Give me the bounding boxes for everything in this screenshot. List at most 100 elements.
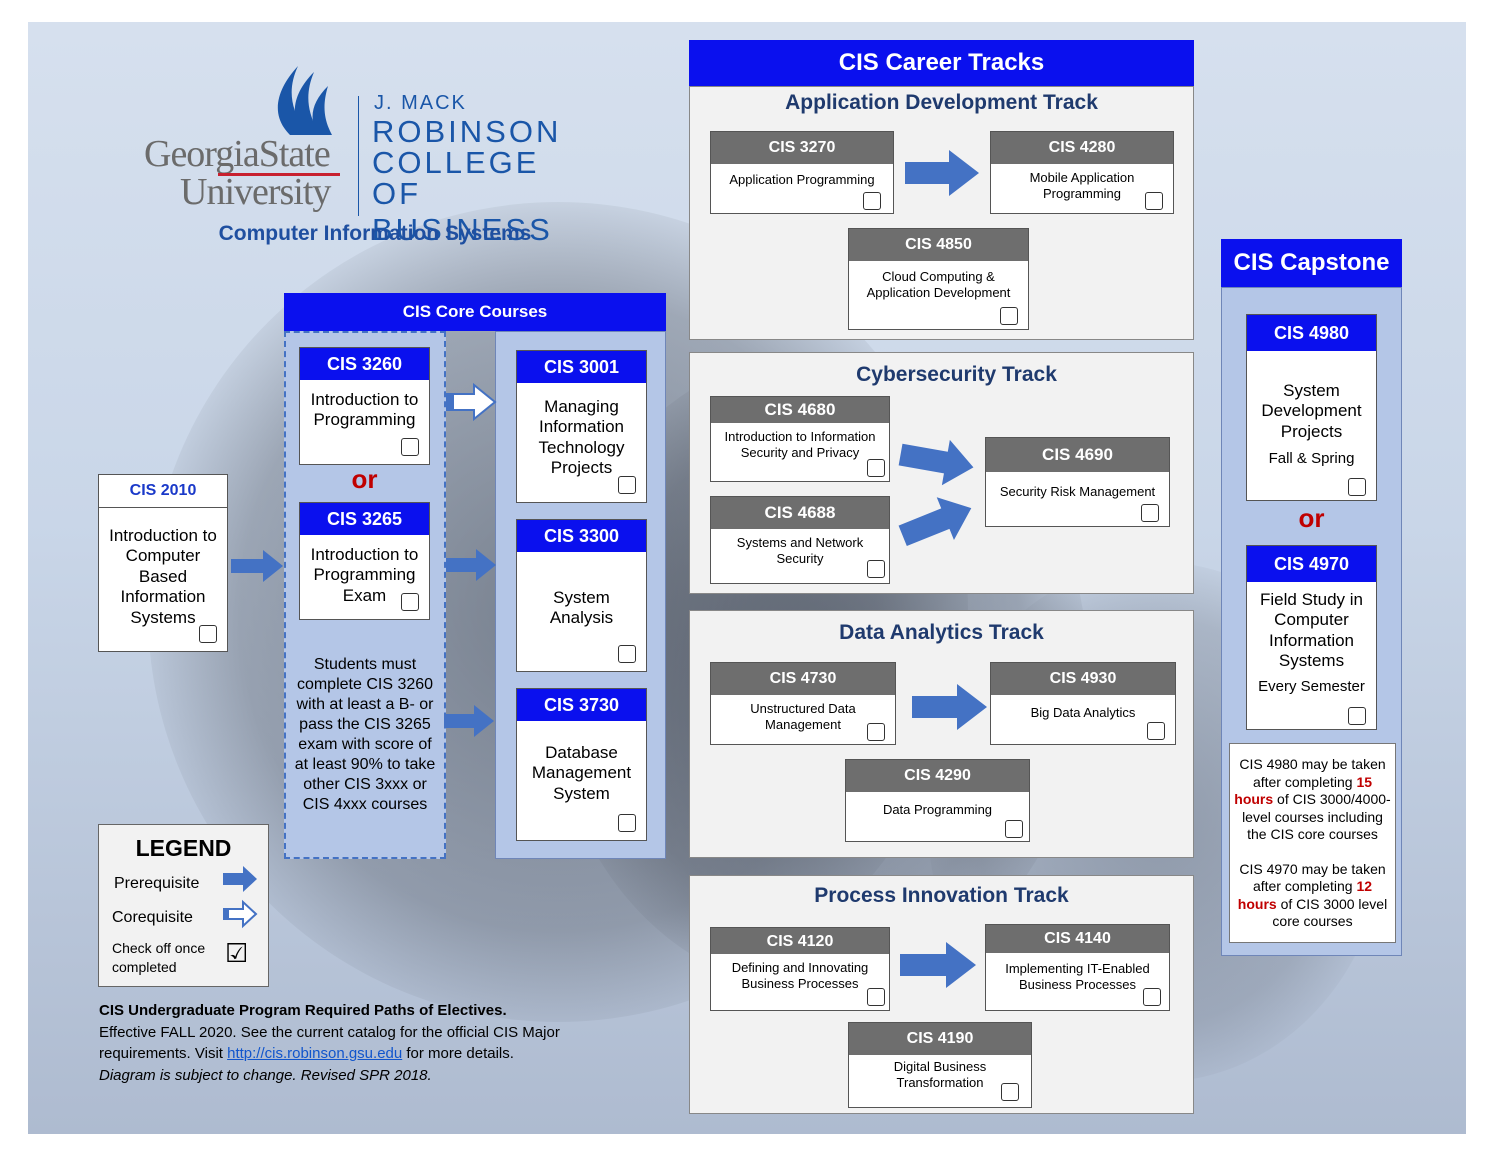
- course-code: CIS 4140: [986, 925, 1169, 953]
- completion-checkbox[interactable]: [401, 438, 419, 456]
- completion-checkbox[interactable]: [1001, 1083, 1019, 1101]
- capstone-note-4980: CIS 4980 may be taken after completing 1…: [1233, 756, 1392, 844]
- capstone-note-4970: CIS 4970 may be taken after completing 1…: [1233, 861, 1392, 931]
- prerequisite-arrow-icon: [223, 866, 257, 892]
- completion-checkbox[interactable]: [1348, 707, 1366, 725]
- legend-corequisite-label: Corequisite: [112, 909, 193, 926]
- course-cis-4190: CIS 4190 Digital Business Transformation: [848, 1022, 1032, 1108]
- track-title: Application Development Track: [785, 91, 1098, 114]
- logo-college-line3: COLLEGE: [372, 145, 540, 180]
- course-cis-3270: CIS 3270 Application Programming: [710, 131, 894, 214]
- course-code: CIS 4690: [986, 438, 1169, 472]
- prerequisite-arrow-icon: [231, 550, 283, 582]
- course-code: CIS 4290: [846, 760, 1029, 792]
- course-title: Database Management System: [531, 743, 632, 803]
- prerequisite-arrow-icon: [446, 549, 496, 581]
- course-code: CIS 4280: [991, 132, 1173, 164]
- completion-checkbox[interactable]: [401, 593, 419, 611]
- course-title: Field Study in Computer Information Syst…: [1260, 590, 1363, 671]
- course-title: Systems and Network Security: [736, 535, 864, 566]
- course-code: CIS 4930: [991, 663, 1175, 695]
- course-cis-3001: CIS 3001 Managing Information Technology…: [516, 350, 647, 503]
- completion-checkbox[interactable]: [863, 192, 881, 210]
- legend-check-label: Check off once completed: [112, 940, 206, 975]
- completion-checkbox[interactable]: [1147, 722, 1165, 740]
- completion-checkbox[interactable]: [618, 645, 636, 663]
- prerequisite-arrow-icon: [898, 439, 974, 486]
- completion-checkbox[interactable]: [1348, 478, 1366, 496]
- prerequisite-arrow-icon: [912, 684, 987, 730]
- core-banner: CIS Core Courses: [284, 293, 666, 331]
- course-term: Fall & Spring: [1268, 450, 1355, 468]
- course-cis-4280: CIS 4280 Mobile Application Programming: [990, 131, 1174, 214]
- course-cis-4688: CIS 4688 Systems and Network Security: [710, 496, 890, 584]
- flame-icon: [277, 66, 332, 135]
- legend-title: LEGEND: [135, 835, 232, 861]
- course-title: Implementing IT-Enabled Business Process…: [1005, 961, 1150, 992]
- capstone-notes: CIS 4980 may be taken after completing 1…: [1229, 743, 1396, 943]
- course-cis-3260: CIS 3260 Introduction to Programming: [299, 347, 430, 465]
- completion-checkbox[interactable]: [618, 814, 636, 832]
- course-cis-4980: CIS 4980 System Development Projects Fal…: [1246, 314, 1377, 501]
- completion-checkbox[interactable]: [1141, 504, 1159, 522]
- footer-line3: requirements. Visit http://cis.robinson.…: [99, 1043, 659, 1065]
- completion-checkbox[interactable]: [1005, 820, 1023, 838]
- logo-divider: [358, 96, 359, 216]
- course-title: Application Programming: [729, 172, 875, 187]
- completion-checkbox[interactable]: [1145, 192, 1163, 210]
- course-code: CIS 3270: [711, 132, 893, 164]
- note-text: CIS 4970 may be taken after completing: [1239, 860, 1386, 895]
- track-title: Data Analytics Track: [839, 621, 1044, 644]
- track-title: Process Innovation Track: [814, 884, 1069, 907]
- course-title: Introduction to Programming: [310, 390, 419, 430]
- completion-checkbox[interactable]: [867, 459, 885, 477]
- course-code: CIS 4190: [849, 1023, 1031, 1055]
- logo-red-rule: [218, 173, 340, 176]
- course-cis-3265: CIS 3265 Introduction to Programming Exa…: [299, 502, 430, 620]
- course-title: Big Data Analytics: [1030, 705, 1136, 720]
- course-code: CIS 4680: [711, 397, 889, 423]
- course-title: System Development Projects: [1261, 381, 1362, 441]
- course-cis-4850: CIS 4850 Cloud Computing & Application D…: [848, 228, 1029, 330]
- completion-checkbox[interactable]: [1000, 307, 1018, 325]
- course-cis-4290: CIS 4290 Data Programming: [845, 759, 1030, 842]
- footer-line2: Effective FALL 2020. See the current cat…: [99, 1023, 560, 1041]
- completion-checkbox[interactable]: [199, 625, 217, 643]
- course-code: CIS 3260: [300, 348, 429, 380]
- course-title: Mobile Application Programming: [1029, 170, 1135, 201]
- legend-prerequisite-label: Prerequisite: [114, 875, 200, 892]
- course-code: CIS 3001: [517, 351, 646, 383]
- course-code: CIS 4850: [849, 229, 1028, 261]
- note-text: of CIS 3000/4000-level courses including…: [1242, 791, 1391, 842]
- course-code: CIS 3265: [300, 503, 429, 535]
- completion-checkbox[interactable]: [867, 560, 885, 578]
- note-text: CIS 4980 may be taken after completing: [1239, 756, 1386, 790]
- course-code: CIS 3730: [517, 689, 646, 721]
- course-cis-4690: CIS 4690 Security Risk Management: [985, 437, 1170, 527]
- corequisite-arrow-icon: [223, 899, 258, 929]
- university-logo: GeorgiaState University J. MACK ROBINSON…: [140, 60, 610, 247]
- completion-checkbox[interactable]: [1143, 988, 1161, 1006]
- course-title: Introduction to Computer Based Informati…: [99, 507, 227, 628]
- course-title: Data Programming: [882, 802, 993, 817]
- completion-checkbox[interactable]: [618, 476, 636, 494]
- logo-university-line1: GeorgiaState: [144, 133, 331, 175]
- course-code: CIS 4980: [1247, 315, 1376, 351]
- course-code: CIS 4970: [1247, 546, 1376, 582]
- course-title: Managing Information Technology Projects: [538, 397, 625, 478]
- cis-website-link[interactable]: http://cis.robinson.gsu.edu: [227, 1045, 403, 1062]
- note-text: of CIS 3000 level core courses: [1272, 895, 1388, 930]
- or-label: or: [351, 464, 378, 494]
- note-hours: 15 hours: [1234, 773, 1373, 808]
- logo-college-line4: OF BUSINESS: [372, 176, 553, 247]
- career-tracks-banner: CIS Career Tracks: [689, 40, 1194, 86]
- course-cis-2010: CIS 2010 Introduction to Computer Based …: [98, 474, 228, 652]
- prerequisite-arrow-icon: [444, 705, 494, 737]
- course-code: CIS 4120: [711, 928, 889, 954]
- completion-checkbox[interactable]: [867, 723, 885, 741]
- course-cis-4970: CIS 4970 Field Study in Computer Informa…: [1246, 545, 1377, 730]
- course-code: CIS 4730: [711, 663, 895, 695]
- corequisite-arrow-icon: [446, 382, 497, 422]
- track-title: Cybersecurity Track: [856, 363, 1057, 386]
- completion-checkbox[interactable]: [867, 988, 885, 1006]
